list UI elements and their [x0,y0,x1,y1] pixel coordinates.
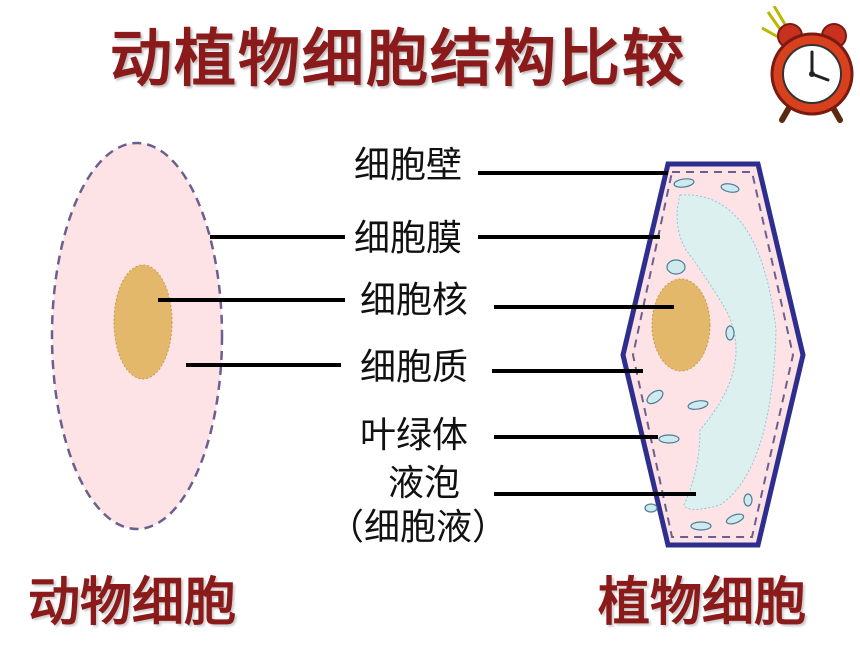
label-cytoplasm: 细胞质 [360,347,469,388]
label-cell-sap: （细胞液） [328,507,509,548]
label-vacuole: 液泡 [388,463,461,504]
plant-cell-membrane [631,171,795,538]
page-title: 动植物细胞结构比较 [110,22,687,95]
plant-cell-chloroplasts [644,178,753,531]
alarm-clock-icon [761,6,854,123]
plant-cell-vacuole [676,194,777,510]
plant-cell-nucleus [651,278,711,372]
caption-animal-cell: 动物细胞 [28,573,237,633]
animal-cell-nucleus [113,264,173,380]
label-cell-membrane: 细胞膜 [354,218,463,259]
label-chloroplast: 叶绿体 [360,415,469,456]
pointer-lines [158,171,696,496]
label-nucleus: 细胞核 [360,280,469,321]
caption-plant-cell: 植物细胞 [598,573,807,633]
label-cell-wall: 细胞壁 [354,145,463,186]
